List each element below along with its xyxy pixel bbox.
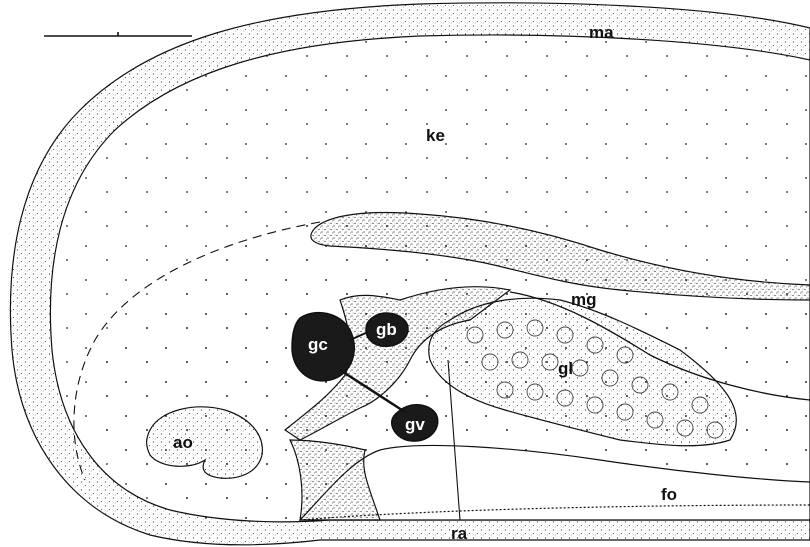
- scale-bar: [44, 32, 192, 36]
- label-ma: ma: [589, 24, 614, 41]
- label-gb: gb: [376, 321, 397, 338]
- label-ra: ra: [451, 525, 467, 542]
- label-mg: mg: [571, 291, 597, 308]
- label-gc: gc: [308, 336, 328, 353]
- label-ke: ke: [426, 127, 445, 144]
- label-ao: ao: [173, 434, 193, 451]
- label-gv: gv: [405, 416, 425, 433]
- label-fo: fo: [661, 486, 677, 503]
- label-gl: gl: [558, 360, 573, 377]
